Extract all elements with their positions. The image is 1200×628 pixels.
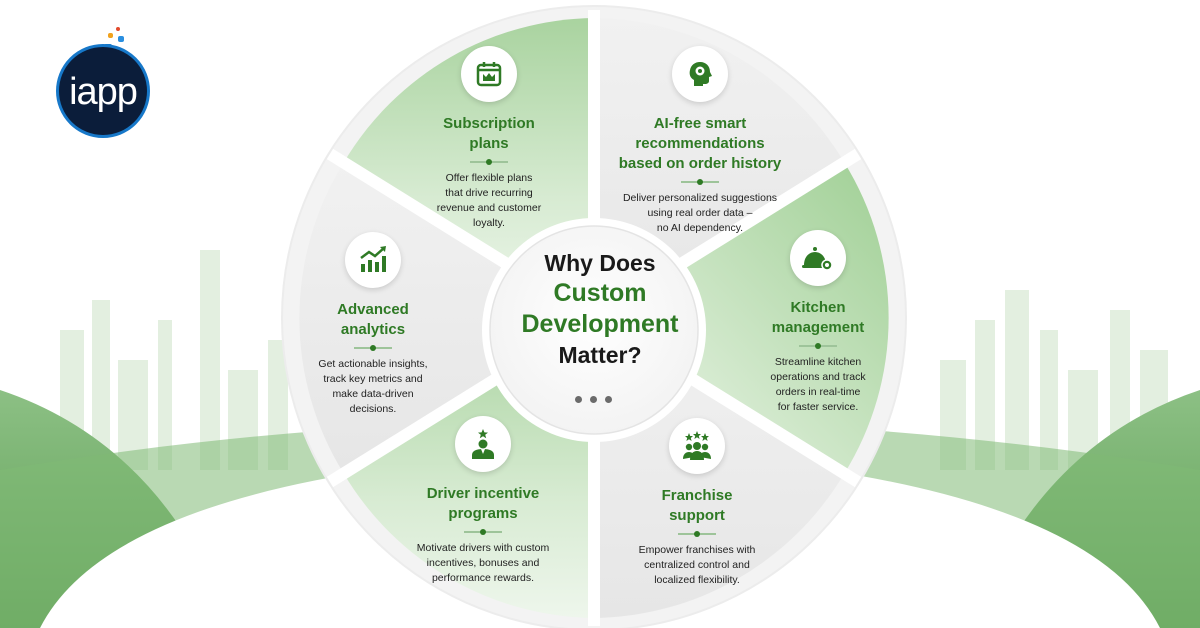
segment-description: Offer flexible plans that drive recurrin…	[436, 172, 542, 229]
dot	[575, 396, 582, 403]
segment-description: Streamline kitchen operations and track …	[770, 356, 866, 413]
center-heading: Why Does Custom Development Matter?	[480, 248, 720, 370]
segment-description: Motivate drivers with custom incentives,…	[416, 542, 550, 584]
segment-advanced-analytics: Advanced analytics Get actionable insigh…	[288, 232, 458, 417]
segment-title: Driver incentive programs	[426, 485, 540, 522]
heading-line-4: Matter?	[558, 342, 642, 368]
segment-description: Deliver personalized suggestions using r…	[622, 192, 778, 234]
segment-description: Get actionable insights, track key metri…	[318, 358, 428, 415]
logo-square-2	[108, 33, 113, 38]
heading-line-3: Development	[521, 310, 679, 338]
divider	[681, 181, 719, 183]
divider	[464, 531, 502, 533]
segment-title: AI-free smart recommendations based on o…	[618, 115, 782, 172]
team-stars-icon	[669, 418, 725, 474]
segment-ai-free-recommendations: AI-free smart recommendations based on o…	[590, 46, 810, 236]
logo-text: iapp	[69, 70, 138, 113]
segment-description: Empower franchises with centralized cont…	[638, 544, 756, 586]
dot	[605, 396, 612, 403]
segment-title: Kitchen management	[771, 299, 865, 336]
segment-title: Franchise support	[661, 487, 733, 524]
driver-star-icon	[455, 416, 511, 472]
segment-driver-incentive-programs: Driver incentive programs Motivate drive…	[383, 416, 583, 586]
heading-line-2: Custom	[553, 279, 647, 307]
cloche-gear-icon	[790, 230, 846, 286]
dot	[590, 396, 597, 403]
segment-title: Subscription plans	[443, 115, 535, 152]
divider	[470, 161, 508, 163]
pagination-dots	[575, 396, 612, 403]
head-gear-icon	[672, 46, 728, 102]
divider	[799, 345, 837, 347]
segment-subscription-plans: Subscription plans Offer flexible plans …	[394, 46, 584, 231]
bar-chart-icon	[345, 232, 401, 288]
segment-franchise-support: Franchise support Empower franchises wit…	[597, 418, 797, 588]
brand-logo[interactable]: iapp	[56, 44, 150, 138]
logo-square-1	[116, 27, 120, 31]
heading-line-1: Why Does	[544, 250, 656, 276]
segment-title: Advanced analytics	[337, 301, 409, 338]
divider	[678, 533, 716, 535]
logo-square-3	[118, 36, 124, 42]
calendar-crown-icon	[461, 46, 517, 102]
segment-kitchen-management: Kitchen management Streamline kitchen op…	[728, 230, 908, 415]
divider	[354, 347, 392, 349]
